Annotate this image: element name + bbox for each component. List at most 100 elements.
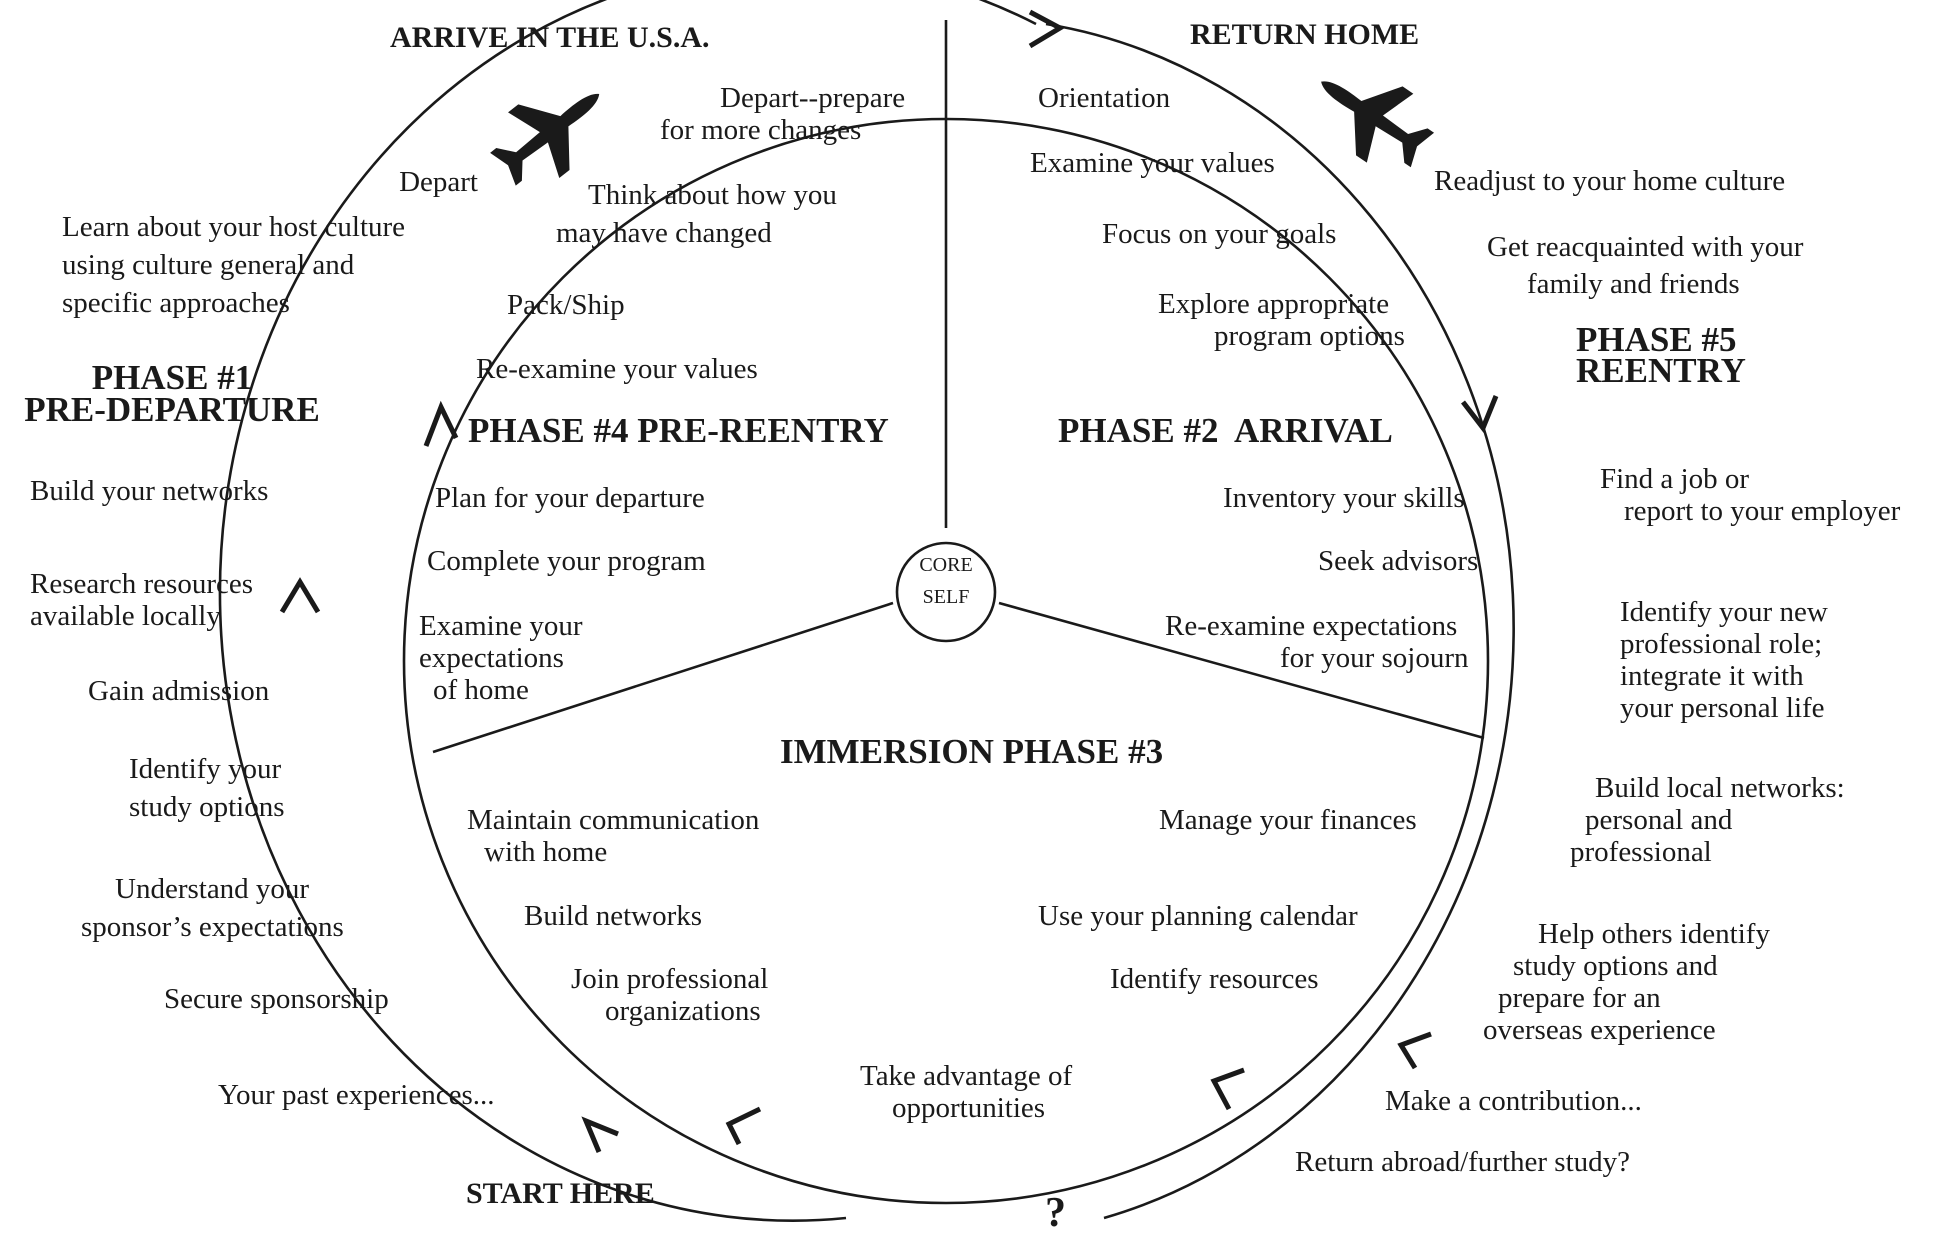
phase1-item-line: specific approaches — [62, 287, 290, 319]
outer-arc-left — [218, 0, 1037, 1222]
phase4-item-line: Depart--prepare — [720, 82, 905, 114]
phase4-item-line: for more changes — [660, 114, 861, 146]
divider-left — [432, 601, 894, 754]
phase5-item-line: study options and — [1513, 950, 1718, 982]
phase3-item: Identify resources — [1110, 963, 1319, 995]
phase2-item: Seek advisors — [1318, 545, 1478, 577]
phase5-item-line: professional role; — [1620, 628, 1822, 660]
airplane-icon — [1321, 81, 1435, 168]
phase5-title-2: REENTRY — [1576, 351, 1746, 390]
phase4-item-line: Plan for your departure — [435, 482, 705, 514]
phase4-item-line: Examine your — [419, 610, 583, 642]
arrowhead-icon — [423, 400, 459, 447]
phase5-item-line: family and friends — [1527, 268, 1740, 300]
arrowhead-icon — [581, 1116, 619, 1153]
outer-arc-right — [1045, 22, 1515, 1220]
phase3-item-line: Manage your finances — [1159, 804, 1417, 836]
phase4-item: Re-examine your values — [476, 353, 758, 385]
arrowhead-icon — [1210, 1067, 1245, 1111]
arrowhead-icon — [1397, 1031, 1432, 1070]
core-label-2: SELF — [923, 586, 970, 608]
phase4-item: Complete your program — [427, 545, 706, 577]
arrowhead-icon — [725, 1106, 762, 1146]
phase2-title: PHASE #2 ARRIVAL — [1058, 411, 1393, 450]
phase1-item-line: using culture general and — [62, 249, 355, 281]
phase5-item-line: report to your employer — [1624, 495, 1901, 527]
start-here-label: START HERE — [466, 1177, 655, 1210]
phase3-item-line: Maintain communication — [467, 804, 760, 836]
phase3-title: IMMERSION PHASE #3 — [780, 732, 1163, 771]
phase5-item-line: Build local networks: — [1595, 772, 1845, 804]
phase5-item-line: Identify your new — [1620, 596, 1828, 628]
phase1-item-line: Gain admission — [88, 675, 270, 707]
phase2-item-line: Re-examine expectations — [1165, 610, 1457, 642]
phase4-item-line: Pack/Ship — [507, 289, 625, 321]
phase2-item: Inventory your skills — [1223, 482, 1465, 514]
phase5-item-line: professional — [1570, 836, 1712, 868]
phase5-item-line: Help others identify — [1538, 918, 1770, 950]
phase4-item: Plan for your departure — [435, 482, 705, 514]
phase3-item-line: Join professional — [571, 963, 768, 995]
phase3-item: Build networks — [524, 900, 702, 932]
phase2-item-line: Examine your values — [1030, 147, 1275, 179]
phase3-item-line: with home — [484, 836, 607, 868]
phase2-item-line: Orientation — [1038, 82, 1171, 114]
phase3-item: Manage your finances — [1159, 804, 1417, 836]
phase1-item-line: Secure sponsorship — [164, 983, 389, 1015]
phase4-title: PHASE #4 PRE-REENTRY — [468, 411, 889, 450]
phase1-item-line: available locally — [30, 600, 221, 632]
phase2-item: Orientation — [1038, 82, 1171, 114]
phase3-item-line: Build networks — [524, 900, 702, 932]
phase5-item-line: personal and — [1585, 804, 1733, 836]
phase2-item: Examine your values — [1030, 147, 1275, 179]
phase5-item: Make a contribution... — [1385, 1085, 1642, 1117]
phase2-item-line: program options — [1214, 320, 1405, 352]
phase5-item-line: integrate it with — [1620, 660, 1804, 692]
phase1-item: Gain admission — [88, 675, 270, 707]
phase1-item: Depart — [399, 166, 478, 198]
phase4-item-line: Re-examine your values — [476, 353, 758, 385]
phase3-item-line: Take advantage of — [860, 1060, 1072, 1092]
phase5-item-line: prepare for an — [1498, 982, 1661, 1014]
phase2-item-line: Explore appropriate — [1158, 288, 1389, 320]
phase5-item-line: Make a contribution... — [1385, 1085, 1642, 1117]
question-mark: ? — [1045, 1190, 1066, 1228]
phase3-item-line: Use your planning calendar — [1038, 900, 1358, 932]
phase4-item-line: expectations — [419, 642, 564, 674]
phase1-item: Secure sponsorship — [164, 983, 389, 1015]
phase2-item-line: Focus on your goals — [1102, 218, 1336, 250]
phase5-item-line: Return abroad/further study? — [1295, 1146, 1630, 1178]
arrowhead-icon — [279, 577, 321, 614]
phase5-item: Return abroad/further study? — [1295, 1146, 1630, 1178]
phase1-title-2: PRE-DEPARTURE — [24, 390, 320, 429]
phase2-item: Focus on your goals — [1102, 218, 1336, 250]
phase1-item-line: Research resources — [30, 568, 253, 600]
phase5-title-1: PHASE #5 — [1576, 320, 1736, 359]
phase5-item: Readjust to your home culture — [1434, 165, 1785, 197]
phase4-item-line: Think about how you — [588, 179, 837, 211]
phase3-item-line: opportunities — [892, 1092, 1045, 1124]
phase3-item-line: organizations — [605, 995, 761, 1027]
return-home-label: RETURN HOME — [1190, 18, 1419, 51]
phase4-item: Pack/Ship — [507, 289, 625, 321]
arrowhead-icon — [1461, 395, 1499, 433]
divider-right — [998, 601, 1485, 740]
